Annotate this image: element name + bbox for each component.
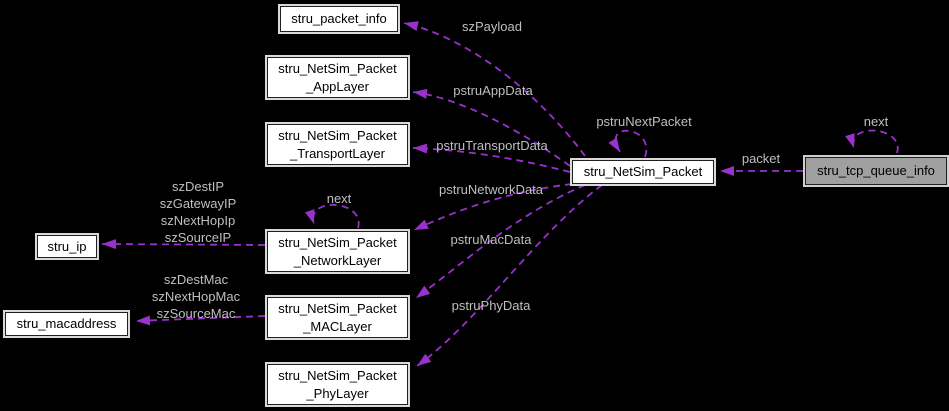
node-stru-netsim-packet-networklayer[interactable]: stru_NetSim_Packet _NetworkLayer [267, 231, 408, 272]
edge-label-next-tcp: next [863, 114, 889, 129]
node-stru-tcp-queue-info-current: stru_tcp_queue_info [805, 157, 947, 185]
node-stru-macaddress[interactable]: stru_macaddress [5, 312, 128, 336]
node-stru-netsim-packet-transportlayer[interactable]: stru_NetSim_Packet _TransportLayer [267, 124, 408, 165]
edge-pstrunetworkdata [413, 183, 573, 231]
edge-label-pstrunetworkdata: pstruNetworkData [438, 182, 544, 197]
edge-label-szpayload: szPayload [462, 19, 522, 34]
node-stru-packet-info[interactable]: stru_packet_info [280, 6, 398, 32]
edge-pstrumacdata [415, 184, 586, 299]
edge-label-pstrutransportdata: pstruTransportData [436, 138, 548, 153]
node-stru-netsim-packet[interactable]: stru_NetSim_Packet [572, 160, 714, 184]
edge-label-pstruappdata: pstruAppData [453, 83, 533, 98]
edge-label-pstruphydata: pstruPhyData [451, 298, 531, 313]
node-stru-ip[interactable]: stru_ip [37, 235, 97, 258]
edge-self-loop-next-network [304, 204, 360, 229]
edge-label-pstrunextpacket: pstruNextPacket [596, 114, 692, 129]
edge-label-ip-fields: szDestIP szGatewayIP szNextHopIp szSourc… [159, 179, 237, 245]
edge-ip-fields [101, 239, 266, 250]
edge-pstruphydata [416, 184, 603, 367]
edge-label-pstrumacdata: pstruMacData [450, 232, 532, 247]
node-stru-netsim-packet-applayer[interactable]: stru_NetSim_Packet _AppLayer [267, 57, 408, 98]
edge-self-loop-pstrunextpacket [608, 129, 648, 158]
node-stru-netsim-packet-phylayer[interactable]: stru_NetSim_Packet _PhyLayer [267, 364, 408, 405]
node-stru-netsim-packet-maclayer[interactable]: stru_NetSim_Packet _MACLayer [267, 297, 408, 338]
edge-szpayload [403, 21, 586, 157]
edge-pstruappdata [412, 88, 571, 167]
edge-label-mac-fields: szDestMac szNextHopMac szSourceMac [151, 272, 241, 321]
edge-label-packet: packet [741, 151, 781, 166]
edge-mac-fields [135, 315, 266, 326]
edge-self-loop-next-tcp [845, 129, 899, 154]
edge-label-next-network: next [326, 191, 352, 206]
